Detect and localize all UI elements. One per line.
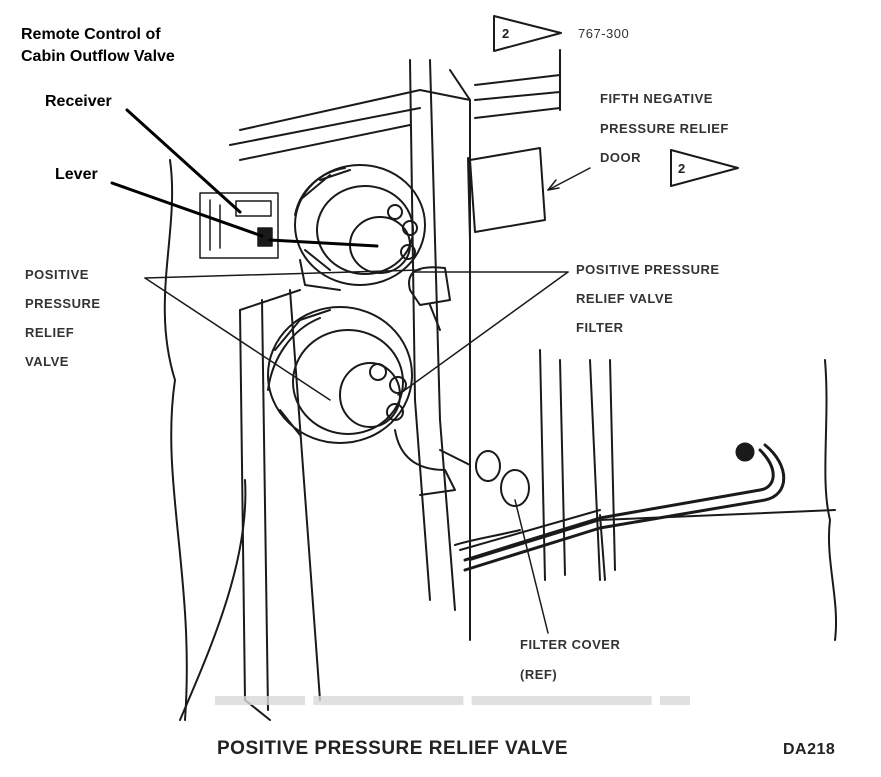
fifth-negative-line-1: FIFTH NEGATIVE <box>600 91 713 106</box>
pipe <box>463 442 786 572</box>
lower-valve <box>267 306 413 444</box>
upper-valve <box>294 164 426 291</box>
title-line-2: Cabin Outflow Valve <box>21 48 175 65</box>
door-flag-triangle <box>670 149 739 187</box>
filter-label-line-2: RELIEF VALVE <box>576 291 674 306</box>
lever-label: Lever <box>55 166 98 183</box>
model-flag-number: 2 <box>502 26 510 41</box>
model-flag-triangle <box>493 15 562 52</box>
filter-cover-line-2: (REF) <box>520 667 558 682</box>
receiver-inset <box>199 192 279 259</box>
fuselage-panels <box>163 49 838 721</box>
prv-label-line-2: PRESSURE <box>25 296 101 311</box>
negative-relief-door <box>467 147 546 241</box>
fifth-negative-line-3: DOOR <box>600 150 641 165</box>
filter-cover-line-1: FILTER COVER <box>520 637 621 652</box>
title-line-1: Remote Control of <box>21 26 161 43</box>
bleed-through-decoration: ▬▬▬ ▬▬▬▬▬ ▬▬▬▬▬▬ ▬ <box>215 689 691 722</box>
filter-label-line-1: POSITIVE PRESSURE <box>576 262 720 277</box>
prv-label-line-4: VALVE <box>25 354 69 369</box>
leader-lines <box>110 108 379 248</box>
door-flag-number: 2 <box>678 161 686 176</box>
prv-label-line-3: RELIEF <box>25 325 75 340</box>
fifth-negative-line-2: PRESSURE RELIEF <box>600 121 729 136</box>
filter-tubing <box>394 266 606 581</box>
diagram-caption: POSITIVE PRESSURE RELIEF VALVE <box>217 738 569 759</box>
flag-triangles <box>493 15 739 187</box>
model-ref-label: 767-300 <box>578 26 630 41</box>
filter-label-line-3: FILTER <box>576 320 624 335</box>
prv-label-line-1: POSITIVE <box>25 267 89 282</box>
callout-lines <box>144 167 591 634</box>
receiver-label: Receiver <box>45 93 112 110</box>
drawing-id: DA218 <box>783 741 836 758</box>
